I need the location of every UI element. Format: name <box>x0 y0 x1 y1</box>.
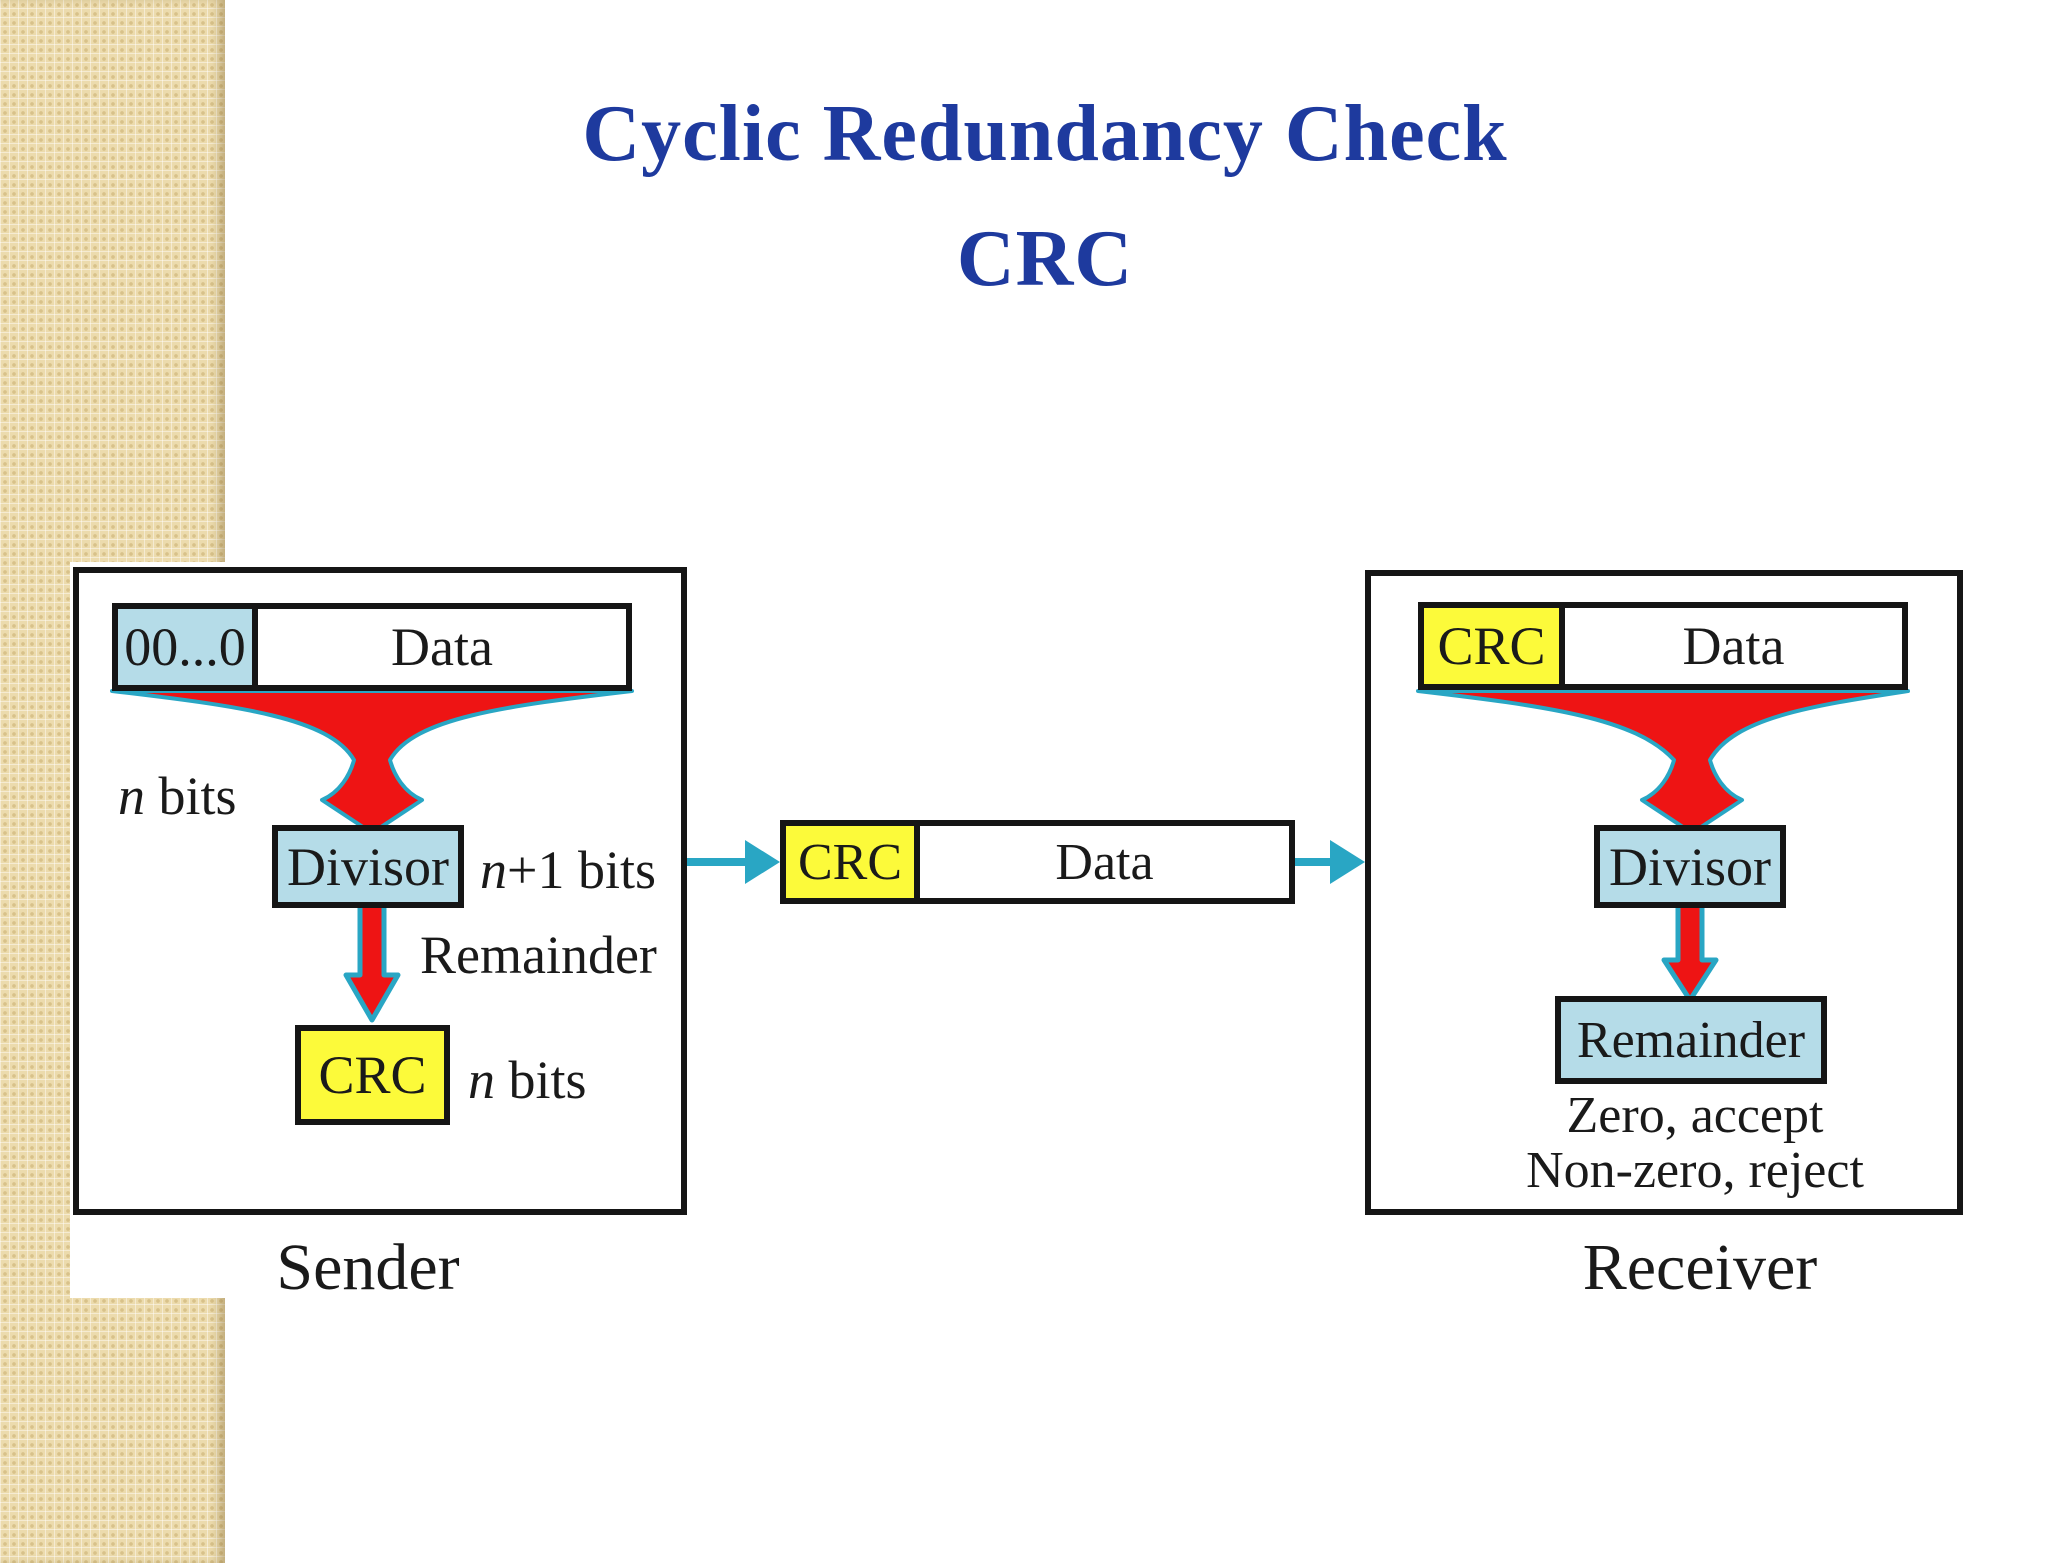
sender-crc-n-bits-label: n bits <box>468 1050 587 1110</box>
sender-zeros-cell: 00...0 <box>112 603 258 691</box>
receiver-crc-cell: CRC <box>1418 602 1565 690</box>
slide-title: Cyclic Redundancy Check CRC <box>45 72 2045 322</box>
flow-arrow-packet-to-receiver-icon <box>1295 840 1365 884</box>
crc-bits-rest: bits <box>495 1050 587 1110</box>
receiver-box <box>1365 570 1963 1215</box>
receiver-divisor-text: Divisor <box>1609 836 1771 897</box>
packet-crc-text: CRC <box>797 833 903 891</box>
packet-data-text: Data <box>1055 833 1154 891</box>
title-line-1: Cyclic Redundancy Check <box>582 90 1508 178</box>
receiver-remainder-box: Remainder <box>1555 996 1827 1084</box>
sender-divisor-text: Divisor <box>287 836 449 897</box>
sender-box <box>73 567 687 1215</box>
sender-data-text: Data <box>391 617 493 677</box>
sender-data-cell: Data <box>252 603 632 691</box>
n-variable: n <box>468 1050 495 1110</box>
sender-funnel-arrow-icon <box>110 689 634 835</box>
receiver-divisor-box: Divisor <box>1594 825 1786 908</box>
receiver-remainder-text: Remainder <box>1576 1011 1806 1069</box>
sender-divisor-box: Divisor <box>272 825 464 908</box>
sender-crc-text: CRC <box>318 1045 427 1105</box>
sender-crc-box: CRC <box>295 1025 450 1125</box>
receiver-data-cell: Data <box>1559 602 1908 690</box>
packet-crc-cell: CRC <box>780 820 920 904</box>
decision-nonzero-reject: Non-zero, reject <box>1526 1142 1864 1199</box>
title-line-2: CRC <box>956 215 1134 303</box>
sender-remainder-label: Remainder <box>420 925 657 985</box>
receiver-down-arrow-icon <box>1661 900 1719 1003</box>
n-variable: n <box>118 766 145 826</box>
receiver-data-text: Data <box>1682 616 1785 676</box>
flow-arrow-sender-to-packet-icon <box>687 840 780 884</box>
sender-down-arrow-icon <box>343 900 401 1023</box>
sender-caption: Sender <box>276 1231 460 1304</box>
sender-n-plus1-bits-label: n+1 bits <box>480 840 656 900</box>
sender-n-bits-label: n bits <box>118 766 237 826</box>
sender-zeros-text: 00...0 <box>124 617 246 677</box>
remainder-text: Remainder <box>420 925 657 985</box>
receiver-crc-text: CRC <box>1437 616 1546 676</box>
n-plus1-rest: +1 bits <box>507 840 656 900</box>
receiver-decision-text: Zero, accept Non-zero, reject <box>1415 1088 1975 1198</box>
receiver-caption: Receiver <box>1582 1231 1818 1304</box>
decision-zero-accept: Zero, accept <box>1566 1087 1824 1144</box>
n-variable: n <box>480 840 507 900</box>
packet-data-cell: Data <box>914 820 1295 904</box>
n-bits-rest: bits <box>145 766 237 826</box>
receiver-funnel-arrow-icon <box>1416 689 1910 835</box>
